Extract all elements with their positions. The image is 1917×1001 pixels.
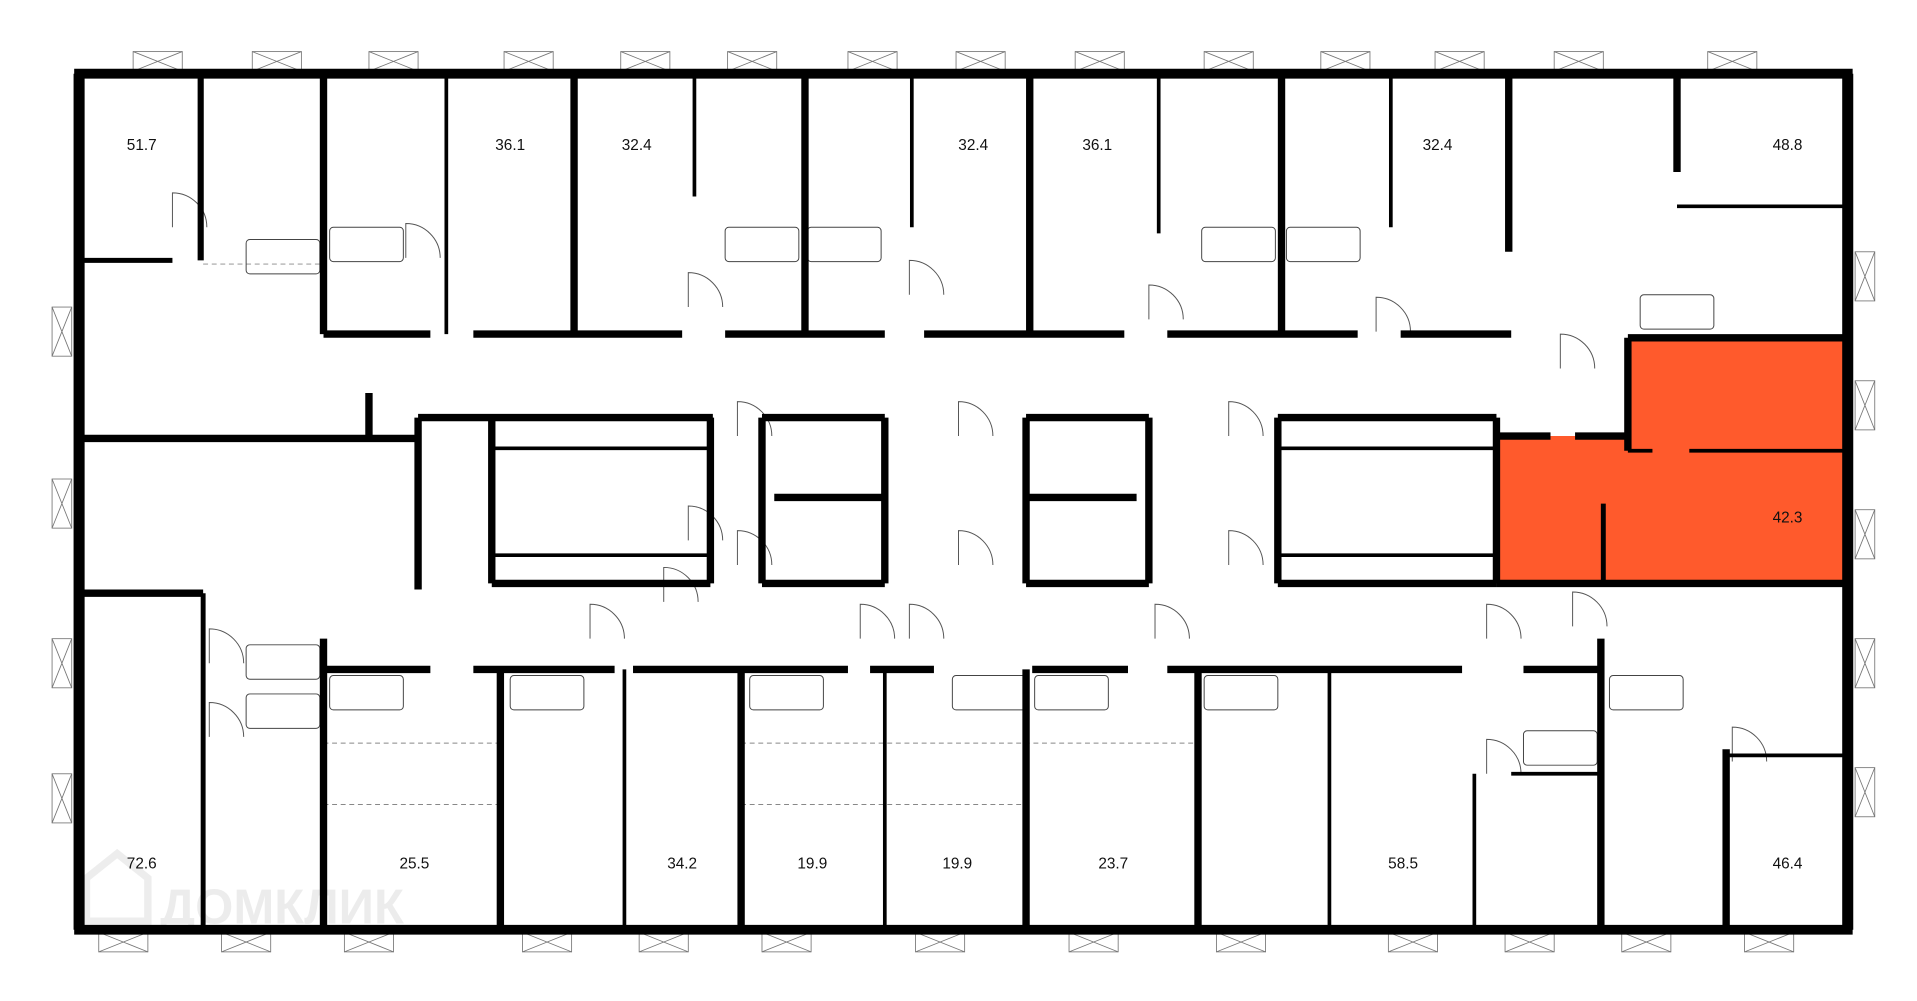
- window: [132, 51, 183, 72]
- apartment-area-label[interactable]: 19.9: [797, 856, 827, 873]
- apartment-area-label[interactable]: 36.1: [1082, 137, 1112, 154]
- selected-apartment-42-3[interactable]: [1496, 340, 1846, 584]
- apartment-area-label[interactable]: 25.5: [399, 856, 429, 873]
- door: [736, 530, 773, 565]
- bathroom-fixture: [1608, 675, 1684, 711]
- window: [727, 51, 778, 72]
- window: [98, 931, 149, 953]
- door: [171, 192, 208, 228]
- window: [1854, 767, 1876, 818]
- bathroom-fixture: [951, 675, 1027, 711]
- window: [1074, 51, 1125, 72]
- bathroom-fixture: [1201, 226, 1276, 263]
- bathroom-fixture: [329, 226, 404, 263]
- window: [1707, 51, 1758, 72]
- walls: [73, 68, 1854, 935]
- window: [1215, 931, 1266, 953]
- bathroom-fixture: [329, 675, 404, 711]
- apartment-labels: 51.7 36.1 32.4 32.4 36.1 32.4 48.8 42.3 72.6 25.5…: [127, 137, 1803, 873]
- door: [208, 702, 245, 737]
- window: [1387, 931, 1438, 953]
- bathroom-fixture: [245, 644, 321, 680]
- window: [1203, 51, 1254, 72]
- window: [522, 931, 573, 953]
- apartment-area-label[interactable]: 34.2: [667, 856, 697, 873]
- bathroom-fixture: [1203, 675, 1279, 711]
- door: [908, 259, 945, 295]
- apartment-area-label[interactable]: 32.4: [958, 137, 988, 154]
- bathroom-fixture: [1285, 226, 1361, 263]
- window: [51, 638, 73, 689]
- door: [1228, 401, 1264, 437]
- door: [1154, 603, 1190, 639]
- door: [208, 628, 245, 664]
- door: [1486, 738, 1522, 774]
- apartment-area-label[interactable]: 36.1: [495, 137, 525, 154]
- window: [51, 306, 73, 357]
- door: [589, 603, 625, 639]
- door: [1228, 530, 1264, 565]
- bathroom-fixture: [749, 675, 824, 711]
- door: [736, 401, 773, 437]
- apartment-area-label[interactable]: 42.3: [1773, 509, 1803, 526]
- door: [687, 272, 724, 308]
- window: [638, 931, 689, 953]
- bathroom-fixture: [1639, 294, 1715, 330]
- apartment-area-label[interactable]: 48.8: [1773, 137, 1803, 154]
- apartment-area-label[interactable]: 23.7: [1098, 856, 1128, 873]
- window: [51, 773, 73, 824]
- door: [859, 603, 896, 639]
- window: [847, 51, 898, 72]
- door: [1375, 296, 1411, 332]
- window: [955, 51, 1006, 72]
- apartment-area-label[interactable]: 51.7: [127, 137, 157, 154]
- bathroom-fixture: [245, 239, 321, 275]
- watermark-logo: ДОМКЛИК: [82, 848, 405, 935]
- window: [251, 51, 302, 72]
- window: [1854, 251, 1876, 302]
- door: [958, 530, 994, 565]
- apartment-area-label[interactable]: 32.4: [1423, 137, 1453, 154]
- door: [663, 566, 699, 602]
- window: [343, 931, 394, 953]
- window: [1621, 931, 1672, 953]
- window: [915, 931, 966, 953]
- door: [687, 505, 724, 541]
- door: [1559, 333, 1596, 369]
- door: [958, 401, 994, 437]
- window: [1854, 380, 1876, 431]
- bathroom-fixture: [509, 675, 585, 711]
- window: [503, 51, 554, 72]
- bathroom-fixture: [1034, 675, 1109, 711]
- apartment-area-label[interactable]: 19.9: [942, 856, 972, 873]
- window: [1504, 931, 1555, 953]
- door: [908, 603, 945, 639]
- door: [1572, 591, 1608, 627]
- apartment-area-label[interactable]: 46.4: [1773, 856, 1803, 873]
- door: [1148, 284, 1184, 320]
- bathroom-fixture: [806, 226, 882, 263]
- window: [1320, 51, 1371, 72]
- window: [1434, 51, 1485, 72]
- window: [1854, 638, 1876, 689]
- window: [1854, 509, 1876, 560]
- bathroom-fixture: [724, 226, 800, 263]
- apartment-area-label[interactable]: 32.4: [622, 137, 652, 154]
- door: [405, 223, 441, 258]
- window: [1553, 51, 1604, 72]
- apartment-area-label[interactable]: 58.5: [1388, 856, 1418, 873]
- door: [1486, 603, 1522, 639]
- window: [368, 51, 419, 72]
- window: [51, 478, 73, 529]
- bathroom-fixture: [1522, 730, 1598, 766]
- apartment-area-label[interactable]: 72.6: [127, 856, 157, 873]
- bathroom-fixture: [245, 693, 321, 729]
- window: [221, 931, 272, 953]
- window: [1744, 931, 1795, 953]
- watermark-text: ДОМКЛИК: [160, 881, 405, 935]
- window: [1068, 931, 1119, 953]
- window: [761, 931, 812, 953]
- window: [620, 51, 671, 72]
